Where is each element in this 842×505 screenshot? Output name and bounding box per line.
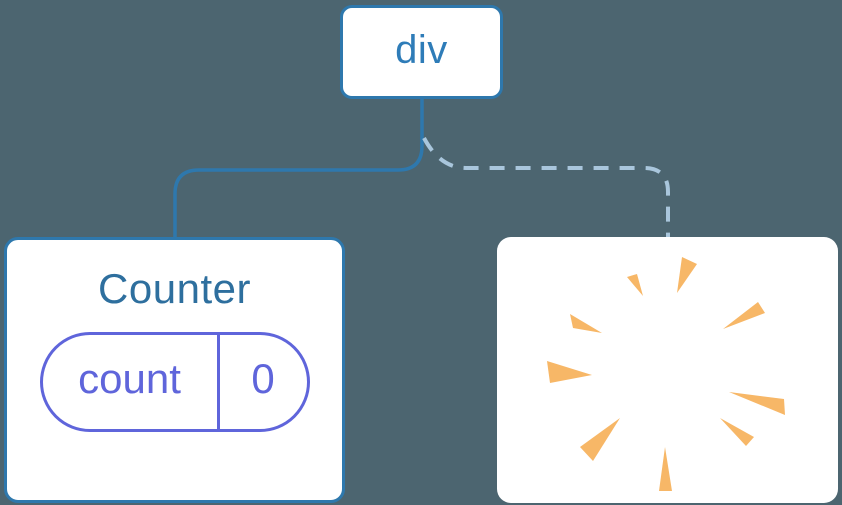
burst-ray	[580, 418, 620, 461]
burst-ray	[547, 361, 592, 383]
counter-card: Counter count 0	[4, 237, 345, 503]
state-value-cell: 0	[220, 335, 307, 429]
removed-card	[497, 237, 838, 503]
root-node: div	[340, 5, 503, 99]
dashed-connector-line	[422, 137, 670, 238]
solid-connector-line	[173, 99, 424, 238]
burst-ray	[729, 392, 785, 415]
burst-ray	[677, 257, 697, 293]
burst-ray	[723, 302, 765, 329]
state-pill: count 0	[39, 332, 310, 432]
poof-burst-icon	[547, 257, 785, 491]
state-key-label: count	[78, 355, 181, 402]
root-node-label: div	[395, 28, 448, 72]
burst-ray	[659, 447, 672, 491]
state-key-cell: count	[43, 335, 220, 429]
burst-ray	[570, 314, 602, 333]
state-value: 0	[251, 355, 275, 402]
burst-ray	[627, 274, 643, 296]
burst-ray	[720, 418, 754, 446]
counter-title: Counter	[98, 265, 251, 312]
